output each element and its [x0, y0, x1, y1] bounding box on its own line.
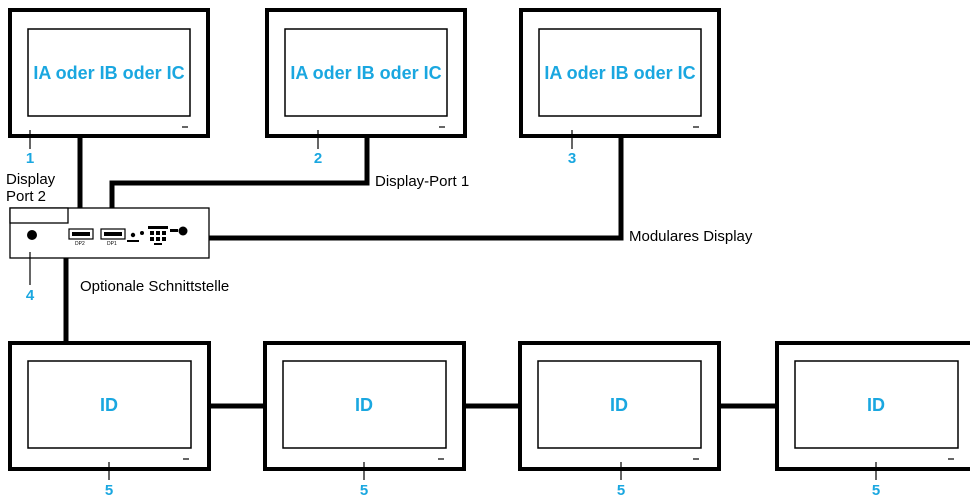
- callout-number: 5: [617, 482, 625, 499]
- caption-display-port-2-line2: Port 2: [6, 188, 46, 205]
- caption-optionale-schnittstelle: Optionale Schnittstelle: [80, 278, 229, 295]
- callout-number: 1: [26, 150, 34, 167]
- caption-modulares-display: Modulares Display: [629, 228, 753, 245]
- cable-modulares-display: [204, 133, 624, 241]
- bottom-monitor-4: ID 5: [775, 341, 970, 499]
- power-led-icon: [27, 230, 37, 240]
- top-monitor-2: IA oder IB oder IC 2: [265, 8, 467, 167]
- callout-number: 4: [26, 287, 35, 304]
- bottom-monitor-3: ID 5: [518, 341, 721, 499]
- caption-display-port-1: Display-Port 1: [375, 173, 469, 190]
- callout-number: 5: [360, 482, 368, 499]
- screen-label: ID: [355, 395, 373, 415]
- callout-number: 3: [568, 150, 576, 167]
- caption-display-port-2-line1: Display: [6, 171, 56, 188]
- svg-text:DP1: DP1: [107, 241, 117, 247]
- screen-label: ID: [610, 395, 628, 415]
- svg-text:DP2: DP2: [75, 241, 85, 247]
- top-monitor-1: IA oder IB oder IC 1: [8, 8, 210, 167]
- bottom-monitor-2: ID 5: [263, 341, 466, 499]
- bottom-monitor-1: ID 5: [8, 341, 211, 499]
- screen-label: ID: [867, 395, 885, 415]
- screen-label: IA oder IB oder IC: [290, 63, 441, 83]
- box-pc: DP2 DP1 4: [9, 207, 210, 304]
- jack-icon: [130, 232, 136, 238]
- callout-number: 2: [314, 150, 322, 167]
- top-monitor-3: IA oder IB oder IC 3: [519, 8, 721, 167]
- power-button-icon: [178, 226, 188, 236]
- box-top-panel: [9, 207, 69, 224]
- screen-label: IA oder IB oder IC: [544, 63, 695, 83]
- callout-number: 5: [872, 482, 880, 499]
- callout-number: 5: [105, 482, 113, 499]
- screen-label: IA oder IB oder IC: [33, 63, 184, 83]
- screen-label: ID: [100, 395, 118, 415]
